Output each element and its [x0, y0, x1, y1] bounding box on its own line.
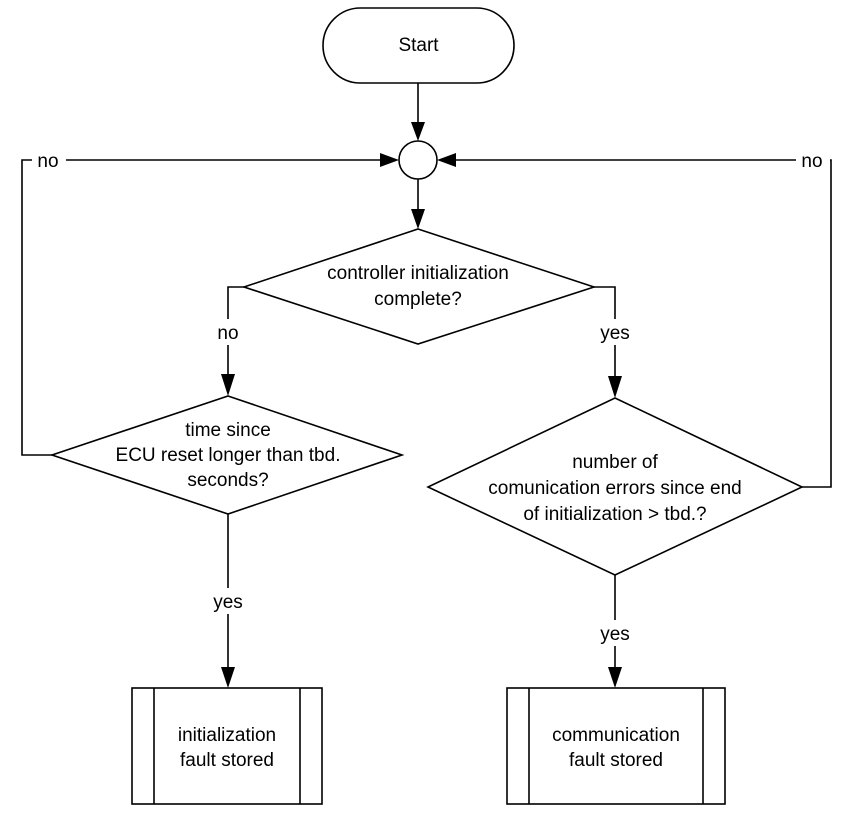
decision-comm-errors: number of comunication errors since end … [426, 397, 804, 576]
edge-label-init-yes: yes [600, 323, 630, 344]
process-init-fault-stored: initialization fault stored [131, 687, 323, 805]
edge-label-comm-yes: yes [600, 624, 630, 645]
edge-label-init-no: no [217, 323, 238, 344]
decision-comm-errors-line-2: comunication errors since end [488, 478, 741, 499]
merge-connector [398, 140, 438, 180]
edge-label-loop-left-no: no [37, 151, 58, 172]
process-init-fault-line-2: fault stored [180, 750, 274, 771]
edge-label-reset-yes: yes [213, 592, 243, 613]
edge-label-loop-right-no: no [801, 151, 822, 172]
process-comm-fault-line-1: communication [552, 725, 680, 746]
decision-comm-errors-line-3: of initialization > tbd.? [523, 504, 706, 525]
process-comm-fault-stored: communication fault stored [506, 687, 726, 805]
process-init-fault-line-1: initialization [178, 725, 276, 746]
start-terminal: Start [322, 7, 515, 84]
decision-controller-init: controller initialization complete? [241, 228, 597, 345]
decision-comm-errors-line-1: number of [572, 452, 658, 473]
decision-controller-init-line-2: complete? [374, 289, 462, 310]
process-comm-fault-line-2: fault stored [569, 750, 663, 771]
start-label: Start [398, 35, 439, 56]
decision-time-since-reset-line-1: time since [185, 420, 271, 441]
decision-time-since-reset: time since ECU reset longer than tbd. se… [49, 395, 405, 515]
decision-time-since-reset-line-2: ECU reset longer than tbd. [116, 445, 341, 466]
decision-controller-init-line-1: controller initialization [327, 263, 509, 284]
decision-time-since-reset-line-3: seconds? [187, 470, 268, 491]
